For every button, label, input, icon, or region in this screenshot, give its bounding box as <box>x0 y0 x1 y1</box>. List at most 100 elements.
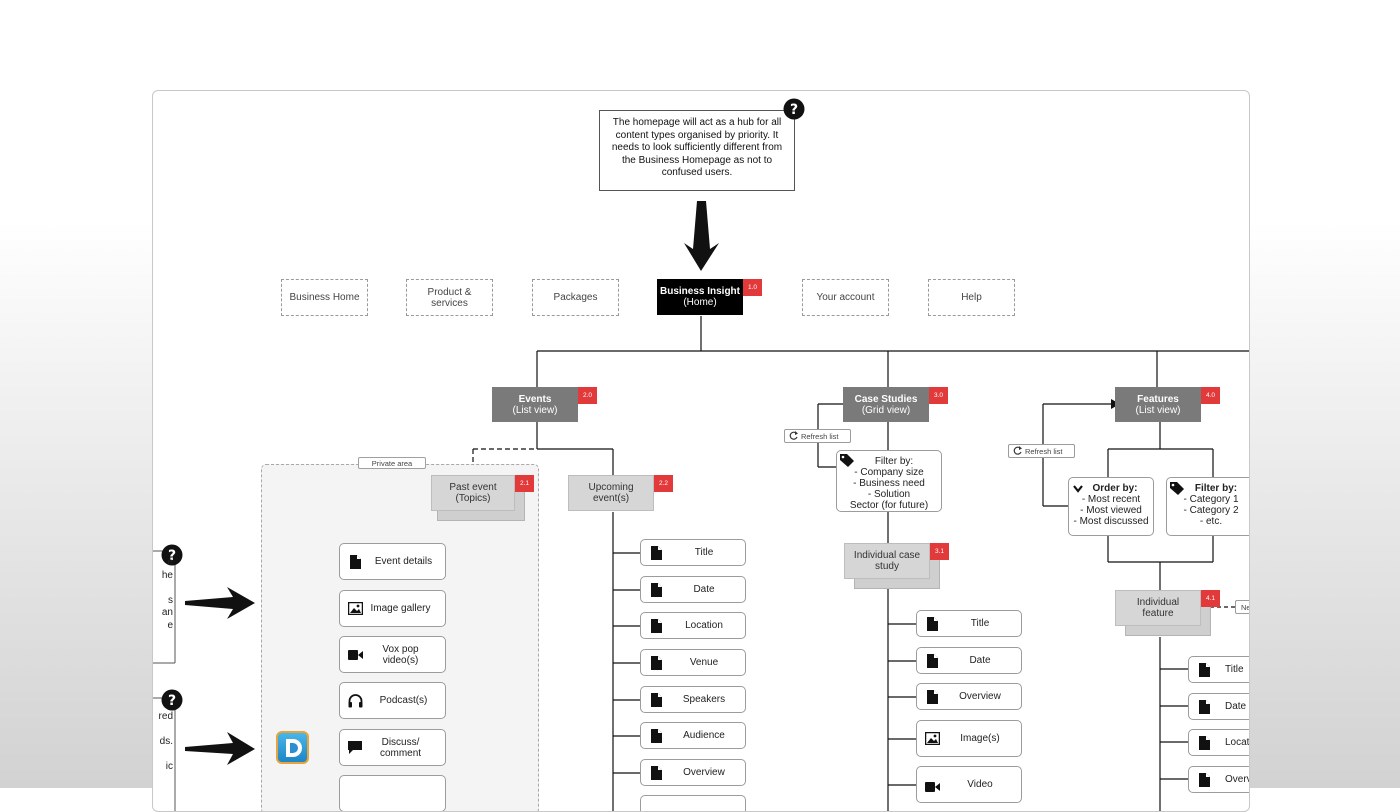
tag-icon <box>1170 482 1185 499</box>
case-filter-option: Sector (for future) <box>849 500 929 511</box>
nav-product-services[interactable]: Product & services <box>406 279 493 316</box>
document-icon <box>1189 699 1219 714</box>
upcoming-speakers-item[interactable]: Speakers <box>640 686 746 713</box>
podcast-item[interactable]: Podcast(s) <box>339 682 446 719</box>
upcoming-item-partial[interactable] <box>640 795 746 811</box>
badge-case-study: 3.1 <box>930 543 949 560</box>
fragment-line: ic <box>165 761 173 772</box>
fragment-line: an <box>161 607 173 618</box>
item-label: Speakers <box>682 694 726 705</box>
nav-business-insight-home[interactable]: Business Insight (Home) <box>657 279 743 315</box>
past-event-label: Past event (Topics) <box>449 482 497 504</box>
past-event-node[interactable]: Past event (Topics) <box>431 475 515 511</box>
homepage-note: The homepage will act as a hub for all c… <box>599 110 795 191</box>
video-icon <box>917 779 947 792</box>
refresh-label: Refresh list <box>801 431 839 441</box>
feature-title-item[interactable]: Title <box>1188 656 1249 683</box>
upcoming-audience-item[interactable]: Audience <box>640 722 746 749</box>
question-icon[interactable]: ? <box>783 98 805 125</box>
item-label: Date <box>693 584 715 595</box>
discuss-item[interactable]: Discuss/ comment <box>339 729 446 766</box>
case-images-item[interactable]: Image(s) <box>916 720 1022 757</box>
document-icon <box>641 545 671 560</box>
vox-pop-item[interactable]: Vox pop video(s) <box>339 636 446 673</box>
features-filter-option: - Category 1 <box>1183 494 1239 505</box>
individual-feature-node[interactable]: Individual feature <box>1115 590 1201 626</box>
discuss-label: Discuss/ comment <box>379 736 422 759</box>
document-icon <box>1189 772 1219 787</box>
event-details-item[interactable]: Event details <box>339 543 446 580</box>
features-filter-option: - Category 2 <box>1183 505 1239 516</box>
fragment-line <box>153 582 173 595</box>
upcoming-venue-item[interactable]: Venue <box>640 649 746 676</box>
fragment-line: ds. <box>159 736 173 747</box>
badge-home: 1.0 <box>743 279 762 296</box>
item-label: Image(s) <box>960 733 1000 744</box>
feature-location-item[interactable]: Locati <box>1188 729 1249 756</box>
case-overview-item[interactable]: Overview <box>916 683 1022 710</box>
document-icon <box>917 689 947 704</box>
features-refresh-button[interactable]: Refresh list <box>1008 444 1075 458</box>
order-option: - Most viewed <box>1080 505 1142 516</box>
features-filter-box[interactable]: Filter by: - Category 1 - Category 2 - e… <box>1166 477 1249 536</box>
document-icon <box>340 554 370 569</box>
image-gallery-item[interactable]: Image gallery <box>339 590 446 627</box>
upcoming-event-node[interactable]: Upcoming event(s) <box>568 475 654 511</box>
fragment-line: e <box>167 619 173 631</box>
nav-packages-label: Packages <box>553 292 598 303</box>
past-item-partial[interactable] <box>339 775 446 811</box>
svg-text:?: ? <box>168 693 176 709</box>
features-section[interactable]: Features (List view) <box>1115 387 1201 422</box>
question-icon[interactable]: ? <box>161 544 183 571</box>
order-option: - Most discussed <box>1073 516 1149 527</box>
nav-your-account[interactable]: Your account <box>802 279 889 316</box>
badge-feature: 4.1 <box>1201 590 1220 607</box>
nav-business-home[interactable]: Business Home <box>281 279 368 316</box>
events-sub: (List view) <box>512 404 558 416</box>
nav-help[interactable]: Help <box>928 279 1015 316</box>
home-title: Business Insight <box>659 286 740 297</box>
case-filter-box[interactable]: Filter by: - Company size - Business nee… <box>836 450 942 512</box>
document-icon <box>641 618 671 633</box>
features-order-box[interactable]: Order by: - Most recent - Most viewed - … <box>1068 477 1154 536</box>
badge-past-event: 2.1 <box>515 475 534 492</box>
individual-case-study-label: Individual case study <box>853 550 921 572</box>
item-label: Location <box>685 620 723 631</box>
image-icon <box>917 732 947 745</box>
upcoming-location-item[interactable]: Location <box>640 612 746 639</box>
fragment-line: he <box>161 569 173 581</box>
document-icon <box>641 655 671 670</box>
private-area-label: Private area <box>358 457 426 469</box>
headphones-icon <box>340 693 370 708</box>
features-sub: (List view) <box>1135 404 1181 416</box>
case-title-item[interactable]: Title <box>916 610 1022 637</box>
case-studies-section[interactable]: Case Studies (Grid view) <box>843 387 929 422</box>
nav-packages[interactable]: Packages <box>532 279 619 316</box>
left-note-2-fragment: red ds. ic <box>153 711 173 774</box>
upcoming-overview-item[interactable]: Overview <box>640 759 746 786</box>
events-section[interactable]: Events (List view) <box>492 387 578 422</box>
badge-case-studies: 3.0 <box>929 387 948 404</box>
podcast-label: Podcast(s) <box>379 695 428 706</box>
upcoming-title-item[interactable]: Title <box>640 539 746 566</box>
feature-overview-item[interactable]: Overvi <box>1188 766 1249 793</box>
feature-date-item[interactable]: Date <box>1188 693 1249 720</box>
events-title: Events <box>518 393 552 405</box>
home-sub: (Home) <box>683 297 717 308</box>
badge-features: 4.0 <box>1201 387 1220 404</box>
individual-case-study-node[interactable]: Individual case study <box>844 543 930 579</box>
nav-product-services-label: Product & services <box>427 286 472 309</box>
case-date-item[interactable]: Date <box>916 647 1022 674</box>
question-icon[interactable]: ? <box>161 689 183 716</box>
vox-pop-label: Vox pop video(s) <box>382 643 419 666</box>
nav-business-home-label: Business Home <box>289 292 360 303</box>
image-gallery-label: Image gallery <box>370 603 431 614</box>
svg-text:?: ? <box>790 102 798 118</box>
case-refresh-button[interactable]: Refresh list <box>784 429 851 443</box>
upcoming-date-item[interactable]: Date <box>640 576 746 603</box>
item-label: Video <box>967 779 993 790</box>
item-label: Title <box>694 547 714 558</box>
case-filter-option: - Solution <box>867 489 911 500</box>
case-video-item[interactable]: Video <box>916 766 1022 803</box>
event-details-label: Event details <box>374 556 433 567</box>
